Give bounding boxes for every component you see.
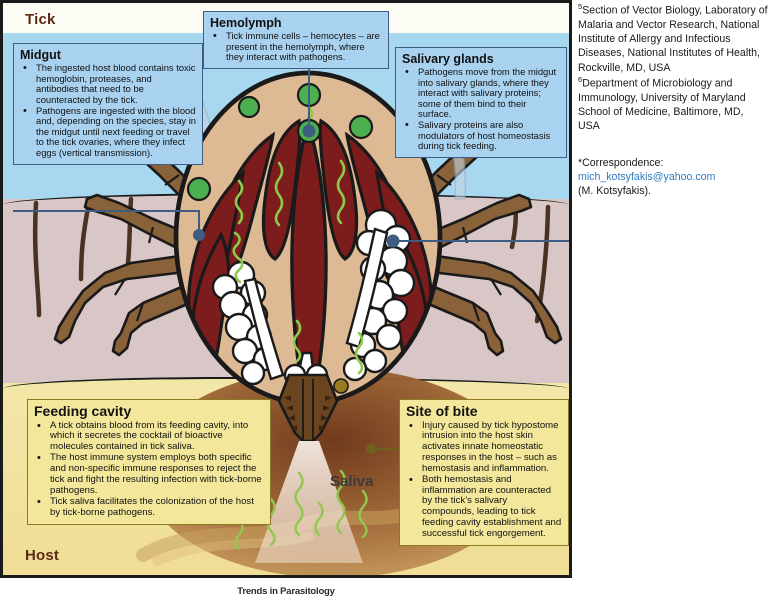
affiliation-text: Department of Microbiology and Immunolog… <box>578 77 746 133</box>
list-item: The ingested host blood contains toxic h… <box>20 62 196 105</box>
figure-panel: Tick Host Saliva Midgut The ingested hos… <box>0 0 572 578</box>
journal-footer: Trends in Parasitology <box>237 586 335 597</box>
correspondence-email-link[interactable]: mich_kotsyfakis@yahoo.com <box>578 171 716 184</box>
callout-hemolymph-bullets: Tick immune cells – hemocytes – are pres… <box>210 30 382 63</box>
callout-feeding-cavity-bullets: A tick obtains blood from its feeding ca… <box>34 420 264 519</box>
callout-salivary-glands-bullets: Pathogens move from the midgut into sali… <box>402 66 560 152</box>
affiliation-entry: 6Department of Microbiology and Immunolo… <box>578 75 768 134</box>
affiliations-column: 5Section of Vector Biology, Laboratory o… <box>578 2 768 199</box>
callout-site-of-bite-title: Site of bite <box>406 403 478 419</box>
region-label-host: Host <box>25 547 60 564</box>
callout-hemolymph: Hemolymph Tick immune cells – hemocytes … <box>203 11 389 70</box>
callout-salivary-glands: Salivary glands Pathogens move from the … <box>395 47 567 159</box>
list-item: Tick saliva facilitates the colonization… <box>34 496 264 518</box>
affiliation-text: Section of Vector Biology, Laboratory of… <box>578 4 768 74</box>
callout-feeding-cavity: Feeding cavity A tick obtains blood from… <box>27 399 271 525</box>
list-item: Salivary proteins are also modulators of… <box>402 119 560 152</box>
region-label-tick: Tick <box>25 11 56 28</box>
callout-midgut: Midgut The ingested host blood contains … <box>13 43 203 165</box>
correspondence-label: *Correspondence: <box>578 156 664 169</box>
callout-hemolymph-title: Hemolymph <box>210 16 282 30</box>
correspondence-author: (M. Kotsyfakis). <box>578 185 651 198</box>
affiliation-block: 5Section of Vector Biology, Laboratory o… <box>578 2 768 134</box>
callout-midgut-title: Midgut <box>20 48 61 62</box>
callout-midgut-bullets: The ingested host blood contains toxic h… <box>20 62 196 159</box>
list-item: The host immune system employs both spec… <box>34 452 264 496</box>
list-item: Tick immune cells – hemocytes – are pres… <box>210 30 382 63</box>
hemocytes <box>186 82 374 202</box>
list-item: Pathogens move from the midgut into sali… <box>402 66 560 120</box>
list-item: Injury caused by tick hypostome intrusio… <box>406 420 562 475</box>
list-item: Pathogens are ingested with the blood an… <box>20 105 196 159</box>
callout-salivary-glands-title: Salivary glands <box>402 52 494 66</box>
list-item: Both hemostasis and inflammation are cou… <box>406 474 562 539</box>
callout-feeding-cavity-title: Feeding cavity <box>34 403 132 419</box>
affiliation-entry: 5Section of Vector Biology, Laboratory o… <box>578 2 768 75</box>
list-item: A tick obtains blood from its feeding ca… <box>34 420 264 453</box>
callout-site-of-bite: Site of bite Injury caused by tick hypos… <box>399 399 569 546</box>
correspondence-block: *Correspondence: mich_kotsyfakis@yahoo.c… <box>578 156 768 199</box>
affiliation-superscript: 6 <box>578 75 583 85</box>
affiliation-superscript: 5 <box>578 2 583 11</box>
callout-site-of-bite-bullets: Injury caused by tick hypostome intrusio… <box>406 420 562 540</box>
region-label-saliva: Saliva <box>330 473 374 490</box>
